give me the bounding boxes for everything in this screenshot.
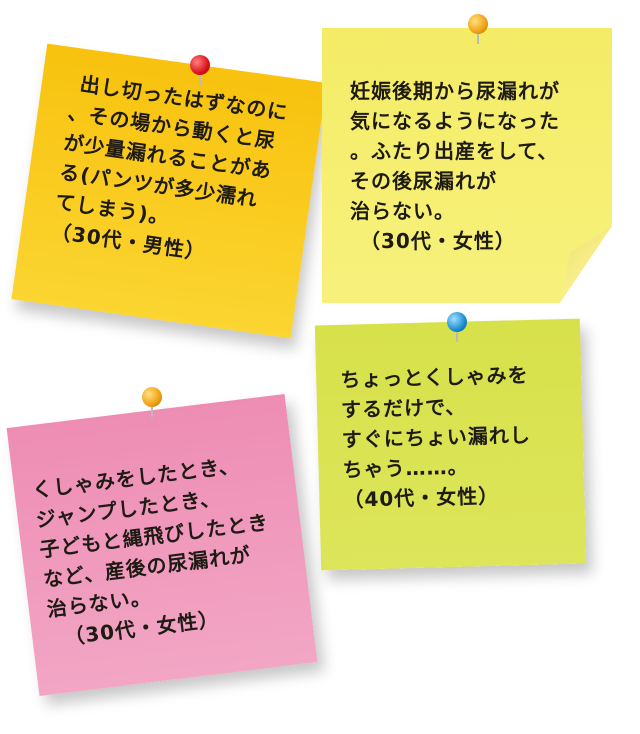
note-text: 。ふたり出産をして、 (350, 139, 559, 163)
sticky-note-pink: くしゃみをしたとき、 ジャンプしたとき、 子どもと縄飛びしたとき など、産後の尿… (6, 393, 318, 697)
note-text: その後尿漏れが (350, 169, 497, 193)
blue-pushpin-icon (447, 312, 467, 346)
note-author: （40代・女性） (343, 483, 500, 512)
sticky-note-yellow: 妊娠後期から尿漏れが 気になるようになった 。ふたり出産をして、 その後尿漏れが… (322, 28, 612, 303)
note-text: 気になるようになった (350, 109, 560, 133)
sticky-note-green: ちょっとくしゃみを するだけで、 すぐにちょい漏れし ちゃう……。 （40代・女… (314, 318, 587, 571)
orange-pushpin-icon (142, 387, 162, 421)
note-text: 治らない。 (350, 199, 455, 223)
note-author: （30代・女性） (360, 229, 516, 253)
orange-pushpin-icon (468, 14, 488, 48)
sticky-note-orange: 出し切ったはずなのに 、その場から動くと尿 が少量漏れることがあ る(パンツが多… (11, 43, 327, 339)
red-pushpin-icon (190, 55, 210, 89)
note-text: 妊娠後期から尿漏れが (350, 79, 560, 103)
